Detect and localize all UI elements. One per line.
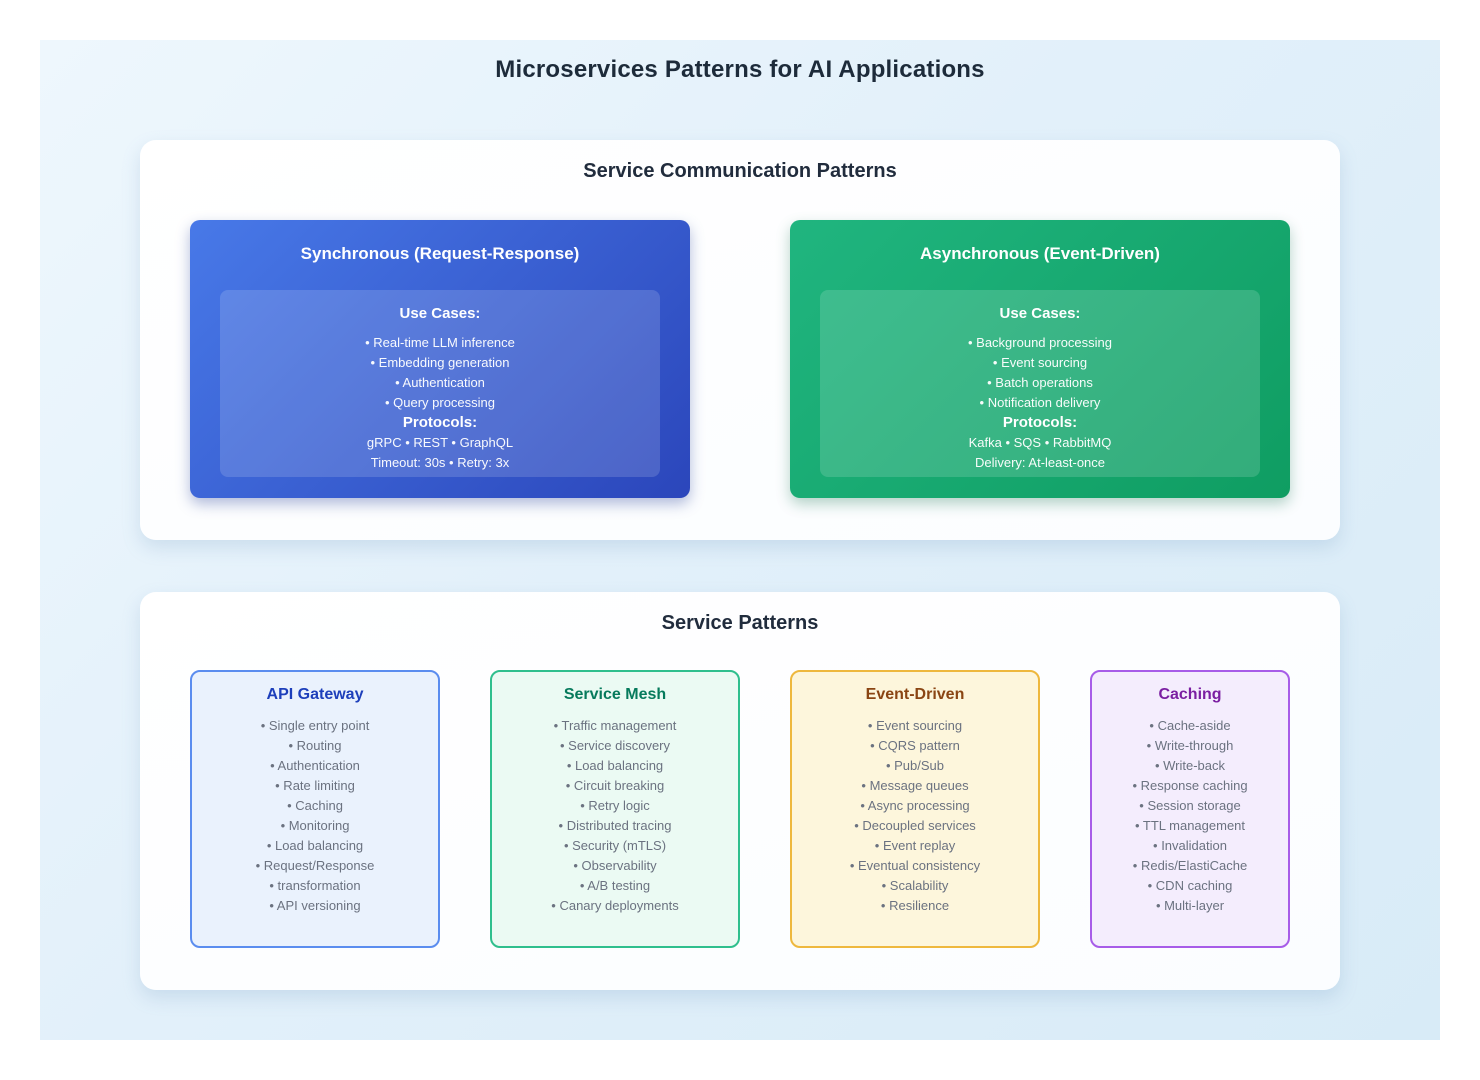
- list-item: • transformation: [269, 878, 361, 893]
- list-item: • Scalability: [881, 878, 949, 893]
- list-item: • Redis/ElastiCache: [1132, 858, 1248, 873]
- event-driven-feature-list: • Event sourcing • CQRS pattern • Pub/Sub •…: [792, 716, 1038, 916]
- list-item: • Invalidation: [1153, 838, 1227, 853]
- list-item: • Security (mTLS): [563, 838, 667, 853]
- asynchronous-card-title: Asynchronous (Event-Driven): [920, 244, 1160, 263]
- list-item: • Event replay: [874, 838, 956, 853]
- communication-patterns-section: Service Communication Patterns Synchrono…: [140, 140, 1340, 540]
- list-item: • Resilience: [880, 898, 950, 913]
- list-item: • Monitoring: [280, 818, 350, 833]
- list-item: • Circuit breaking: [565, 778, 665, 793]
- caching-card: Caching • Cache-aside • Write-through • Wr…: [1090, 670, 1290, 948]
- service-patterns-section-title: Service Patterns: [661, 612, 819, 634]
- list-item: • Traffic management: [553, 718, 677, 733]
- policy-value: Delivery: At-least-once: [974, 455, 1106, 470]
- list-item: • Observability: [573, 858, 657, 873]
- list-item: • CDN caching: [1147, 878, 1233, 893]
- list-item: • Load balancing: [566, 758, 664, 773]
- synchronous-card-title: Synchronous (Request-Response): [300, 244, 580, 263]
- event-driven-card-title: Event-Driven: [865, 686, 965, 703]
- asynchronous-card: Asynchronous (Event-Driven) Use Cases: •…: [790, 220, 1290, 498]
- list-item: • Embedding generation: [370, 355, 510, 370]
- list-item: • Request/Response: [255, 858, 375, 873]
- service-patterns-section: Service Patterns API Gateway • Single en…: [140, 592, 1340, 990]
- list-item: • Canary deployments: [551, 898, 679, 913]
- communication-section-title: Service Communication Patterns: [583, 160, 897, 182]
- list-item: • Async processing: [860, 798, 970, 813]
- list-item: • Retry logic: [580, 798, 650, 813]
- list-item: • Event sourcing: [867, 718, 963, 733]
- list-item: • Response caching: [1132, 778, 1248, 793]
- service-mesh-card-title: Service Mesh: [563, 686, 667, 703]
- list-item: • Real-time LLM inference: [365, 335, 515, 350]
- list-item: • Authentication: [270, 758, 360, 773]
- list-item: • Background processing: [967, 335, 1113, 350]
- diagram-canvas: Microservices Patterns for AI Applicatio…: [40, 40, 1440, 1040]
- list-item: • Eventual consistency: [849, 858, 981, 873]
- pattern-cards-row: API Gateway • Single entry point • Routin…: [190, 670, 1290, 948]
- use-cases-label: Use Cases:: [399, 305, 481, 322]
- list-item: • Rate limiting: [275, 778, 355, 793]
- use-cases-list: • Real-time LLM inference • Embedding gen…: [220, 333, 660, 413]
- list-item: • Caching: [287, 798, 343, 813]
- api-gateway-card-title: API Gateway: [266, 686, 364, 703]
- list-item: • Routing: [288, 738, 342, 753]
- asynchronous-details-panel: Use Cases: • Background processing • Even…: [820, 290, 1260, 477]
- list-item: • A/B testing: [579, 878, 651, 893]
- protocols-value: Kafka • SQS • RabbitMQ: [968, 435, 1112, 450]
- list-item: • Message queues: [861, 778, 969, 793]
- list-item: • Pub/Sub: [885, 758, 945, 773]
- synchronous-details-panel: Use Cases: • Real-time LLM inference • Em…: [220, 290, 660, 477]
- service-mesh-feature-list: • Traffic management • Service discovery •…: [492, 716, 738, 916]
- protocols-label: Protocols:: [402, 414, 478, 431]
- caching-card-title: Caching: [1158, 686, 1222, 703]
- policy-value: Timeout: 30s • Retry: 3x: [370, 455, 510, 470]
- list-item: • CQRS pattern: [870, 738, 960, 753]
- list-item: • Distributed tracing: [558, 818, 672, 833]
- api-gateway-feature-list: • Single entry point • Routing • Authentic…: [192, 716, 438, 916]
- event-driven-card: Event-Driven • Event sourcing • CQRS patt…: [790, 670, 1040, 948]
- use-cases-list: • Background processing • Event sourcing •…: [820, 333, 1260, 413]
- list-item: • Cache-aside: [1149, 718, 1231, 733]
- use-cases-label: Use Cases:: [999, 305, 1081, 322]
- communication-cards-row: Synchronous (Request-Response) Use Cases…: [190, 220, 1290, 498]
- list-item: • Service discovery: [559, 738, 671, 753]
- caching-feature-list: • Cache-aside • Write-through • Write-back…: [1092, 716, 1288, 916]
- list-item: • API versioning: [269, 898, 361, 913]
- protocols-value: gRPC • REST • GraphQL: [366, 435, 514, 450]
- list-item: • Batch operations: [987, 375, 1093, 390]
- service-mesh-card: Service Mesh • Traffic management • Servi…: [490, 670, 740, 948]
- list-item: • Load balancing: [266, 838, 364, 853]
- list-item: • Authentication: [395, 375, 485, 390]
- api-gateway-card: API Gateway • Single entry point • Routin…: [190, 670, 440, 948]
- synchronous-card: Synchronous (Request-Response) Use Cases…: [190, 220, 690, 498]
- list-item: • Decoupled services: [854, 818, 976, 833]
- list-item: • Event sourcing: [992, 355, 1088, 370]
- protocols-label: Protocols:: [1002, 414, 1078, 431]
- list-item: • Query processing: [384, 395, 496, 410]
- list-item: • Session storage: [1139, 798, 1241, 813]
- list-item: • Write-through: [1146, 738, 1234, 753]
- list-item: • TTL management: [1134, 818, 1246, 833]
- list-item: • Single entry point: [260, 718, 370, 733]
- list-item: • Notification delivery: [979, 395, 1101, 410]
- list-item: • Multi-layer: [1155, 898, 1225, 913]
- list-item: • Write-back: [1154, 758, 1226, 773]
- page-title: Microservices Patterns for AI Applicatio…: [495, 56, 985, 83]
